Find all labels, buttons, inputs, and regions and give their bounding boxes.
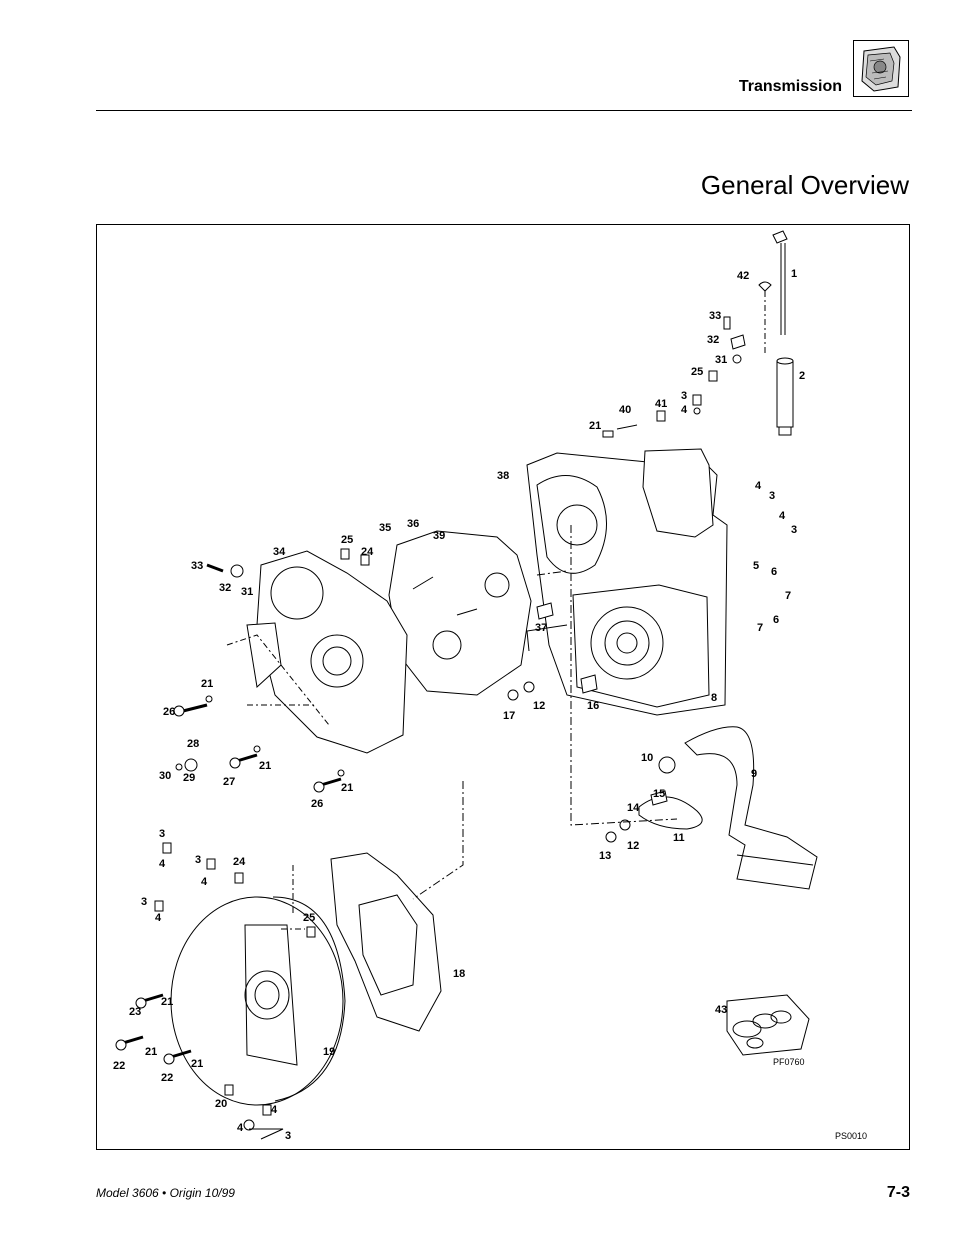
callout-label: 7 bbox=[785, 590, 791, 602]
footer-model: Model 3606 • Origin 10/99 bbox=[96, 1186, 235, 1200]
callout-label: 25 bbox=[341, 534, 353, 546]
callout-label: 8 bbox=[711, 692, 717, 704]
callout-label: 11 bbox=[673, 832, 685, 844]
callout-label: 26 bbox=[311, 798, 323, 810]
header-title: Transmission bbox=[738, 78, 842, 95]
callout-label: 4 bbox=[779, 510, 786, 522]
callout-label: 3 bbox=[159, 828, 165, 840]
callout-label: 22 bbox=[113, 1060, 125, 1072]
callout-label: 3 bbox=[141, 896, 147, 908]
callout-label: 12 bbox=[533, 700, 545, 712]
callout-label: 33 bbox=[709, 310, 721, 322]
callout-label: 41 bbox=[655, 398, 667, 410]
callout-label: 21 bbox=[161, 996, 173, 1008]
callout-label: 37 bbox=[535, 622, 547, 634]
callout-label: 1 bbox=[791, 268, 797, 280]
callout-label: 33 bbox=[191, 560, 203, 572]
callout-label: 36 bbox=[407, 518, 419, 530]
callout-label: 19 bbox=[323, 1046, 335, 1058]
callout-label: 22 bbox=[161, 1072, 173, 1084]
callout-label: 4 bbox=[755, 480, 762, 492]
callout-label: 13 bbox=[599, 850, 611, 862]
callout-label: 31 bbox=[715, 354, 727, 366]
callout-label: 7 bbox=[757, 622, 763, 634]
callout-label: 21 bbox=[145, 1046, 157, 1058]
callout-label: 2 bbox=[799, 370, 805, 382]
page-title: General Overview bbox=[700, 170, 909, 200]
callout-label: 14 bbox=[627, 802, 640, 814]
exploded-view-figure: 42 1 33 32 31 2 25 3 4 40 41 21 38 4 3 4… bbox=[96, 224, 910, 1150]
callout-label: 24 bbox=[233, 856, 246, 868]
callout-label: 6 bbox=[771, 566, 777, 578]
page-number: 7-3 bbox=[886, 1184, 910, 1201]
callout-label: 4 bbox=[155, 912, 162, 924]
transmission-thumbnail-icon bbox=[853, 40, 909, 97]
callout-label: 12 bbox=[627, 840, 639, 852]
callout-label: 15 bbox=[653, 788, 665, 800]
callout-label: 31 bbox=[241, 586, 253, 598]
callout-label: 21 bbox=[191, 1058, 203, 1070]
callout-label: 9 bbox=[751, 768, 757, 780]
callout-label: 25 bbox=[303, 912, 315, 924]
callout-label: 16 bbox=[587, 700, 599, 712]
callout-label: 43 bbox=[715, 1004, 727, 1016]
callout-label: 29 bbox=[183, 772, 195, 784]
callout-label: 24 bbox=[361, 546, 374, 558]
callout-label: 32 bbox=[707, 334, 719, 346]
callout-label: 21 bbox=[201, 678, 213, 690]
callout-label: 6 bbox=[773, 614, 779, 626]
callout-label: 25 bbox=[691, 366, 703, 378]
callout-label: 27 bbox=[223, 776, 235, 788]
callout-label: 10 bbox=[641, 752, 653, 764]
callout-label: 30 bbox=[159, 770, 171, 782]
callout-label: 3 bbox=[681, 390, 687, 402]
callout-label: 4 bbox=[201, 876, 208, 888]
callout-label: 38 bbox=[497, 470, 509, 482]
callout-label: 3 bbox=[285, 1130, 291, 1142]
exploded-view-drawing: 42 1 33 32 31 2 25 3 4 40 41 21 38 4 3 4… bbox=[113, 230, 867, 1142]
kit-code: PF0760 bbox=[773, 1057, 805, 1067]
callout-label: 4 bbox=[237, 1122, 244, 1134]
callout-label: 35 bbox=[379, 522, 391, 534]
header-rule bbox=[96, 110, 912, 111]
drawing-code: PS0010 bbox=[835, 1131, 867, 1141]
callout-label: 26 bbox=[163, 706, 175, 718]
callout-label: 32 bbox=[219, 582, 231, 594]
callout-label: 21 bbox=[589, 420, 601, 432]
callout-label: 39 bbox=[433, 530, 445, 542]
callout-label: 20 bbox=[215, 1098, 227, 1110]
callout-label: 23 bbox=[129, 1006, 141, 1018]
callout-label: 4 bbox=[271, 1104, 278, 1116]
callout-label: 3 bbox=[791, 524, 797, 536]
callout-label: 18 bbox=[453, 968, 465, 980]
callout-label: 40 bbox=[619, 404, 631, 416]
callout-label: 42 bbox=[737, 270, 749, 282]
callout-label: 4 bbox=[681, 404, 688, 416]
callout-label: 4 bbox=[159, 858, 166, 870]
callout-label: 34 bbox=[273, 546, 286, 558]
callout-label: 17 bbox=[503, 710, 515, 722]
callout-label: 5 bbox=[753, 560, 759, 572]
callout-label: 3 bbox=[769, 490, 775, 502]
callout-label: 21 bbox=[341, 782, 353, 794]
callout-label: 21 bbox=[259, 760, 271, 772]
callout-label: 3 bbox=[195, 854, 201, 866]
callout-label: 28 bbox=[187, 738, 199, 750]
